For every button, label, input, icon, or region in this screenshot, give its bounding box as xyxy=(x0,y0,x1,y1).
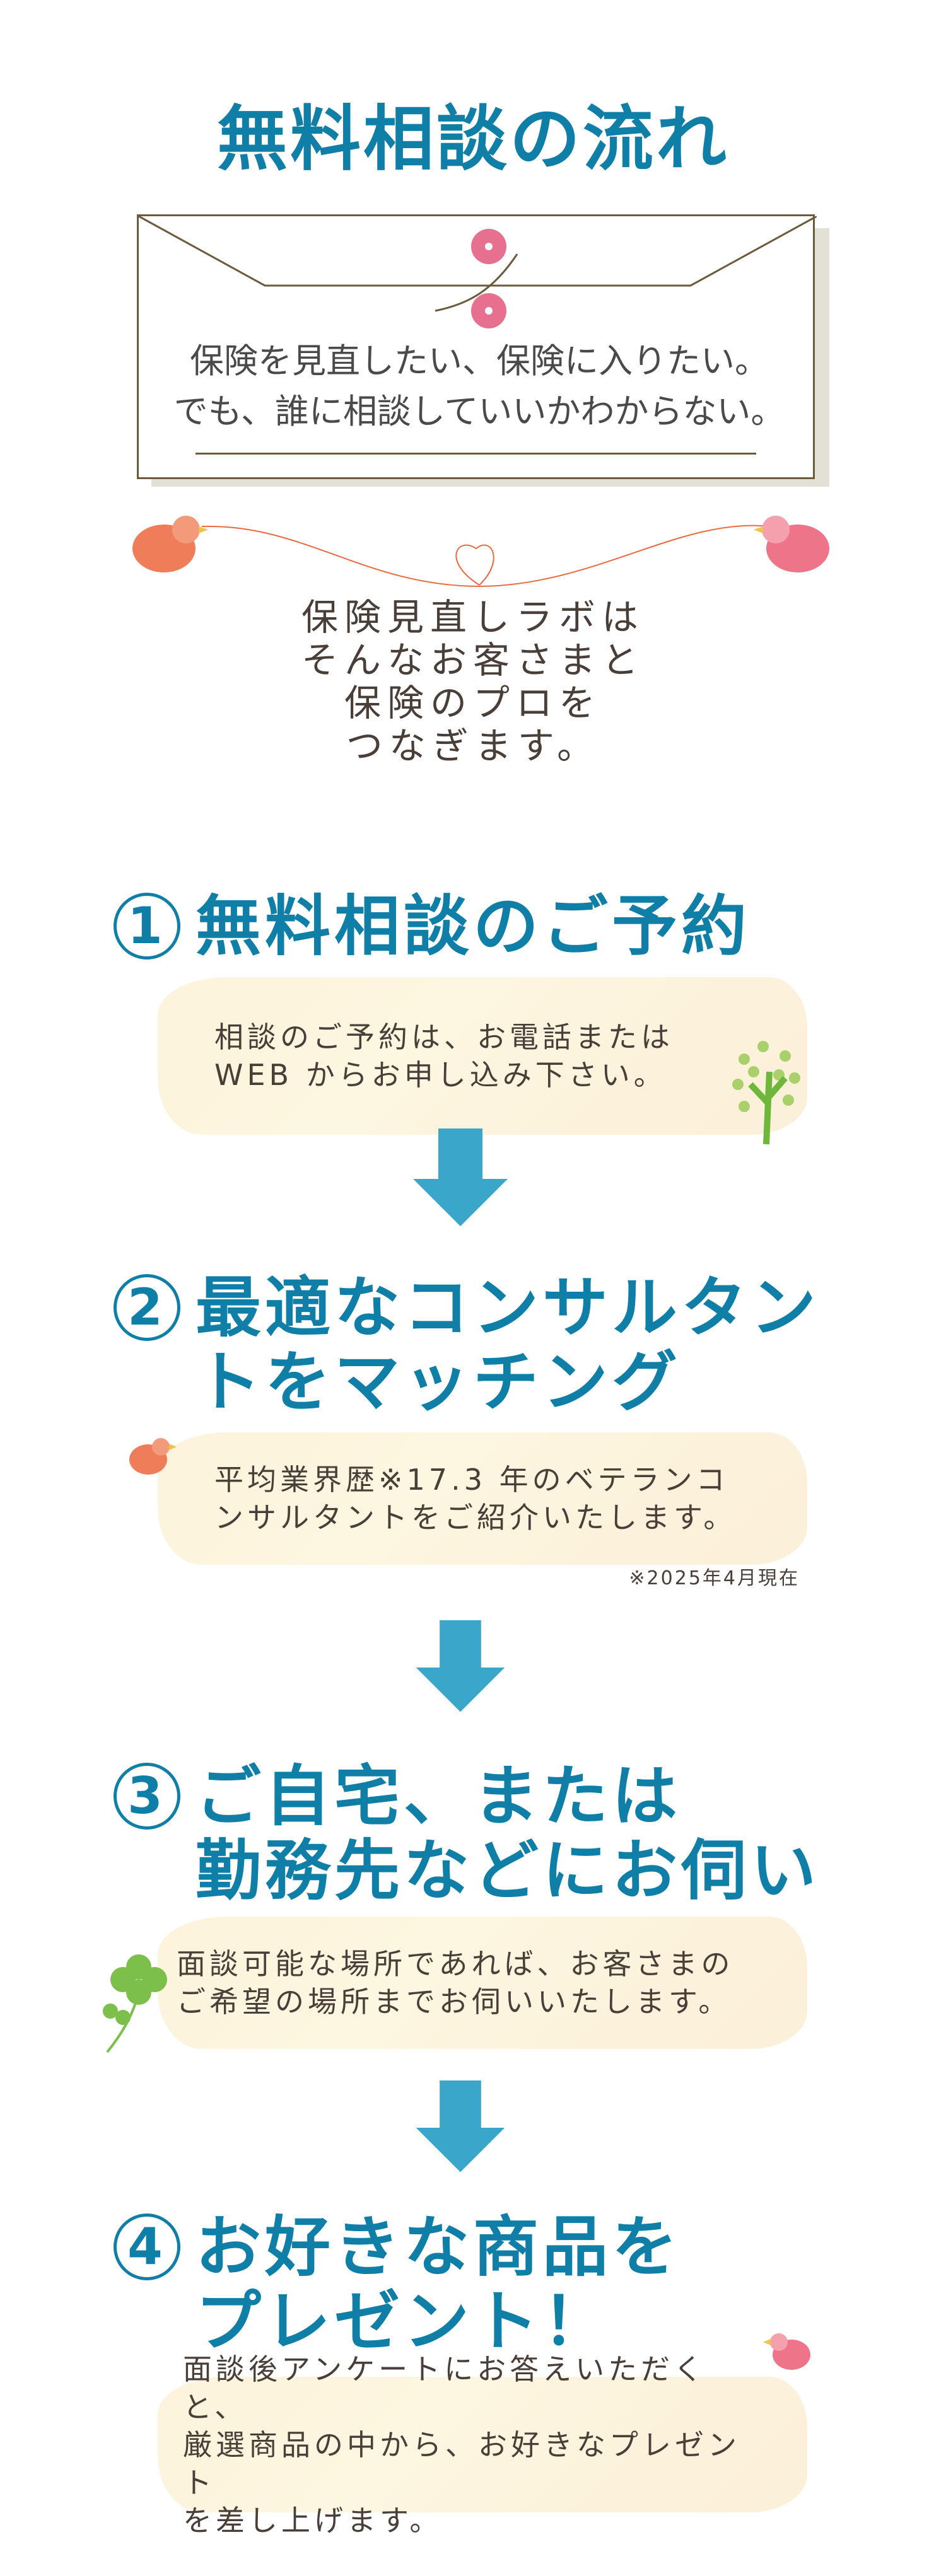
step-heading-line: 勤務先などにお伺い xyxy=(196,1832,820,1909)
step-4-heading: 4 お好きな商品を プレゼント！ xyxy=(114,2210,681,2358)
step-body-line: WEB からお申し込み下さい。 xyxy=(214,1058,667,1092)
step-heading-line: ご自宅、または xyxy=(196,1758,682,1835)
step-heading-line: 無料相談のご予約 xyxy=(196,888,751,965)
step-body-line: を差し上げます。 xyxy=(183,2503,443,2538)
step-body-line: ンサルタントをご紹介いたします。 xyxy=(214,1500,737,1535)
step-4-box: 面談後アンケートにお答えいただくと、 厳選商品の中から、お好きなプレゼント を差… xyxy=(158,2352,807,2538)
tagline: 保険見直しラボは そんなお客さまと 保険のプロを つなぎます。 xyxy=(0,596,946,767)
step-number-badge: 3 xyxy=(114,1763,180,1830)
arrow-down-icon xyxy=(416,1620,505,1712)
step-body-line: 平均業界歴※17.3 年のベテランコ xyxy=(214,1463,729,1497)
step-heading-line: 最適なコンサルタン xyxy=(196,1269,820,1346)
arrow-down-icon xyxy=(416,2080,505,2173)
tagline-line: 保険のプロを xyxy=(344,682,602,724)
arrow-down-icon xyxy=(413,1128,508,1226)
birds-string-icon xyxy=(132,516,829,588)
step-number-badge: 4 xyxy=(114,2213,180,2280)
page-title: 無料相談の流れ xyxy=(217,98,729,180)
step-1-heading: 1 無料相談のご予約 xyxy=(114,889,750,963)
envelope-text: 保険を見直したい、保険に入りたい。 でも、誰に相談していいかわからない。 xyxy=(164,336,795,437)
step-body-line: 相談のご予約は、お電話または xyxy=(214,1020,674,1054)
bird-icon xyxy=(763,2333,810,2370)
step-3-heading: 3 ご自宅、または 勤務先などにお伺い xyxy=(114,1759,820,1908)
step-number-badge: 2 xyxy=(114,1274,180,1341)
step-2-box: 平均業界歴※17.3 年のベテランコ ンサルタントをご紹介いたします。 xyxy=(158,1432,807,1565)
envelope-line: でも、誰に相談していいかわからない。 xyxy=(173,392,785,431)
step-heading-line: トをマッチング xyxy=(196,1343,682,1420)
bird-icon xyxy=(129,1438,177,1475)
tree-icon xyxy=(732,1041,800,1145)
step-number-badge: 1 xyxy=(114,893,180,960)
tagline-line: 保険見直しラボは xyxy=(301,596,645,639)
tagline-line: そんなお客さまと xyxy=(301,639,645,682)
envelope: 保険を見直したい、保険に入りたい。 でも、誰に相談していいかわからない。 xyxy=(137,214,817,479)
step-2-heading: 2 最適なコンサルタン トをマッチング xyxy=(114,1270,820,1419)
envelope-line: 保険を見直したい、保険に入りたい。 xyxy=(190,341,769,381)
step-body-line: ご希望の場所までお伺いいたします。 xyxy=(177,1985,732,2019)
clover-icon xyxy=(103,1954,167,2053)
envelope-flap-icon xyxy=(139,216,817,328)
footnote: ※2025年4月現在 xyxy=(629,1567,800,1589)
step-1-box: 相談のご予約は、お電話または WEB からお申し込み下さい。 xyxy=(158,977,807,1135)
step-heading-line: プレゼント！ xyxy=(196,2283,612,2360)
step-3-box: 面談可能な場所であれば、お客さまの ご希望の場所までお伺いいたします。 xyxy=(158,1917,807,2049)
tagline-line: つなぎます。 xyxy=(346,724,600,767)
step-heading-line: お好きな商品を xyxy=(196,2208,682,2285)
step-body-line: 面談後アンケートにお答えいただくと、 xyxy=(183,2352,707,2424)
step-body-line: 面談可能な場所であれば、お客さまの xyxy=(177,1947,734,1981)
divider xyxy=(196,453,756,455)
step-body-line: 厳選商品の中から、お好きなプレゼント xyxy=(183,2427,740,2500)
